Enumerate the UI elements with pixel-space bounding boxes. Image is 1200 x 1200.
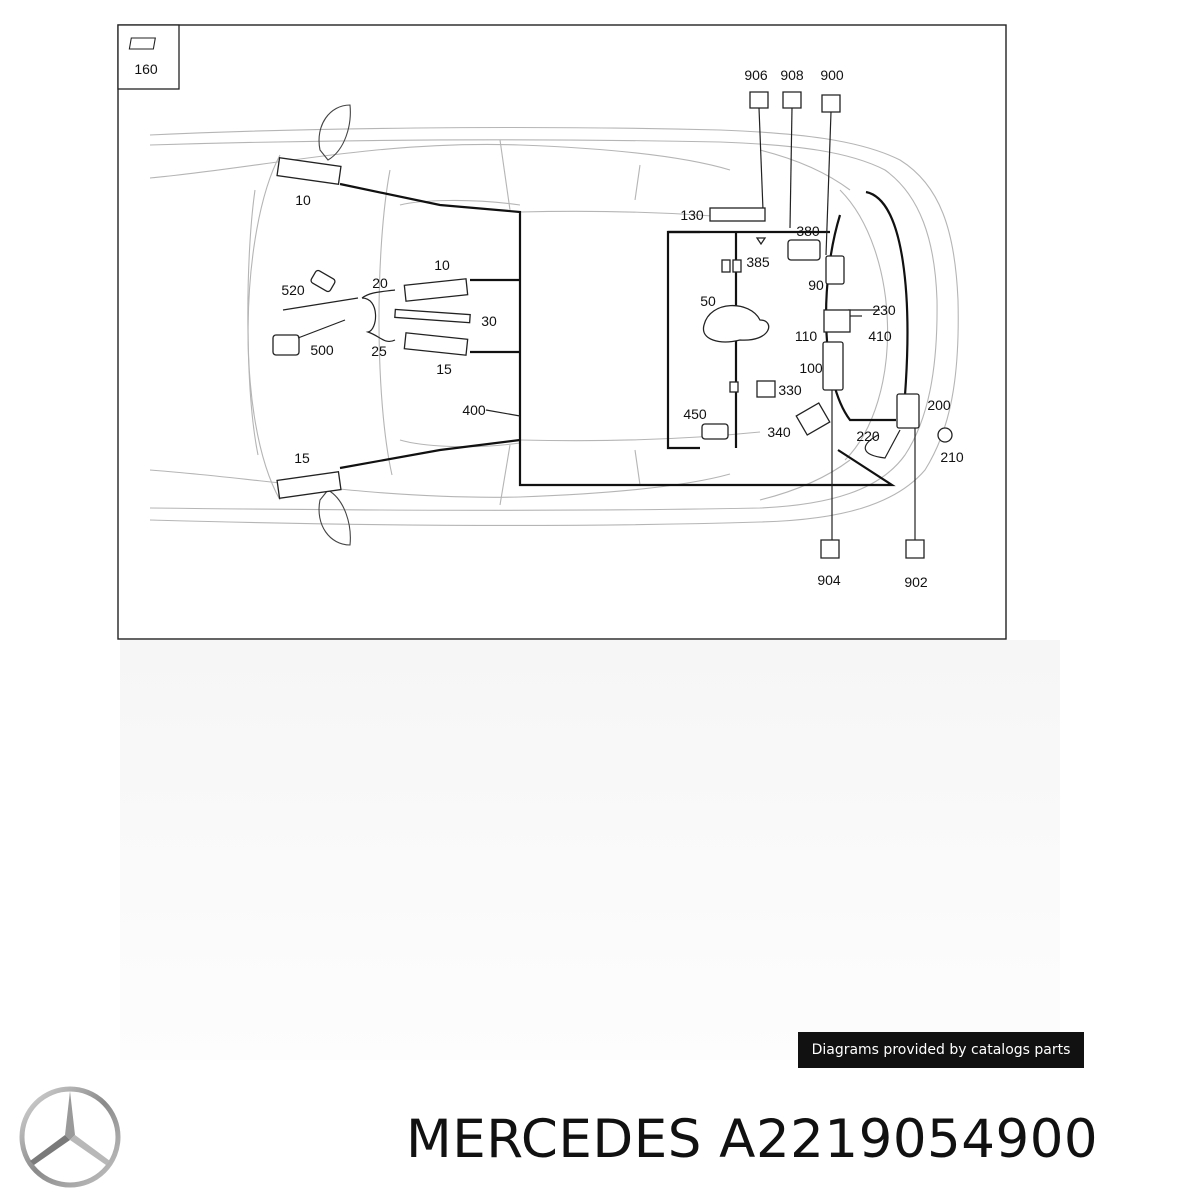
leader-lines [485,107,916,540]
image-fade-area [120,640,1060,1060]
callout-340: 340 [767,424,791,440]
callout-220: 220 [856,428,880,444]
part-210 [937,427,953,443]
connector [721,259,731,273]
pad-110 [823,309,851,333]
sheet-number: 160 [134,61,158,77]
tag-906 [749,91,769,109]
door-handle-rear-left [403,278,469,302]
key-520 [310,269,336,293]
callout-90: 90 [808,277,824,293]
tag-904 [820,539,840,559]
module-100 [822,341,844,391]
callout-15a: 15 [436,361,452,377]
callout-210: 210 [940,449,964,465]
callout-20: 20 [372,275,388,291]
tag-908 [782,91,802,109]
source-badge: Diagrams provided by catalogs parts [798,1032,1084,1068]
car-outline [149,104,959,546]
callout-380: 380 [796,223,820,239]
lock-200 [896,393,920,429]
door-handle-front-left [276,157,342,185]
callout-410: 410 [868,328,892,344]
tag-900 [821,94,841,113]
callout-230: 230 [872,302,896,318]
callout-904: 904 [817,572,841,588]
callout-520: 520 [281,282,305,298]
callout-902: 902 [904,574,928,590]
rod-30 [394,308,471,324]
components [272,91,953,559]
part-340 [795,402,831,436]
callout-330: 330 [778,382,802,398]
callout-25: 25 [371,343,387,359]
interior-module-50 [702,304,770,343]
callout-110: 110 [795,328,818,344]
connector [729,381,739,393]
callout-30: 30 [481,313,497,329]
parts-diagram: 160 [117,24,1007,640]
callout-400: 400 [462,402,486,418]
connector [732,259,742,273]
callout-200: 200 [927,397,951,413]
switch-130 [709,207,766,222]
callout-50: 50 [700,293,716,309]
part-450 [701,423,729,440]
part-number-title: MERCEDES A2219054900 [406,1109,1099,1170]
callout-130: 130 [680,207,704,223]
callout-906: 906 [744,67,768,83]
callout-10a: 10 [295,192,311,208]
door-handle-rear-right [403,332,469,356]
callout-385: 385 [746,254,770,270]
callout-labels: 906 908 900 10 130 380 385 520 20 10 90 … [281,67,964,590]
control-unit-380 [787,239,821,261]
callout-500: 500 [310,342,334,358]
callout-900: 900 [820,67,844,83]
tag-902 [905,539,925,559]
callout-100: 100 [799,360,823,376]
sheet-number-box: 160 [117,24,180,90]
callout-15b: 15 [294,450,310,466]
callout-450: 450 [683,406,707,422]
callout-10b: 10 [434,257,450,273]
screw-385 [755,237,767,246]
mercedes-star-logo-icon [19,1086,121,1188]
part-330 [756,380,776,398]
lamp-90 [825,255,845,285]
key-500 [272,334,300,356]
door-handle-front-right [276,471,342,499]
callout-908: 908 [780,67,804,83]
